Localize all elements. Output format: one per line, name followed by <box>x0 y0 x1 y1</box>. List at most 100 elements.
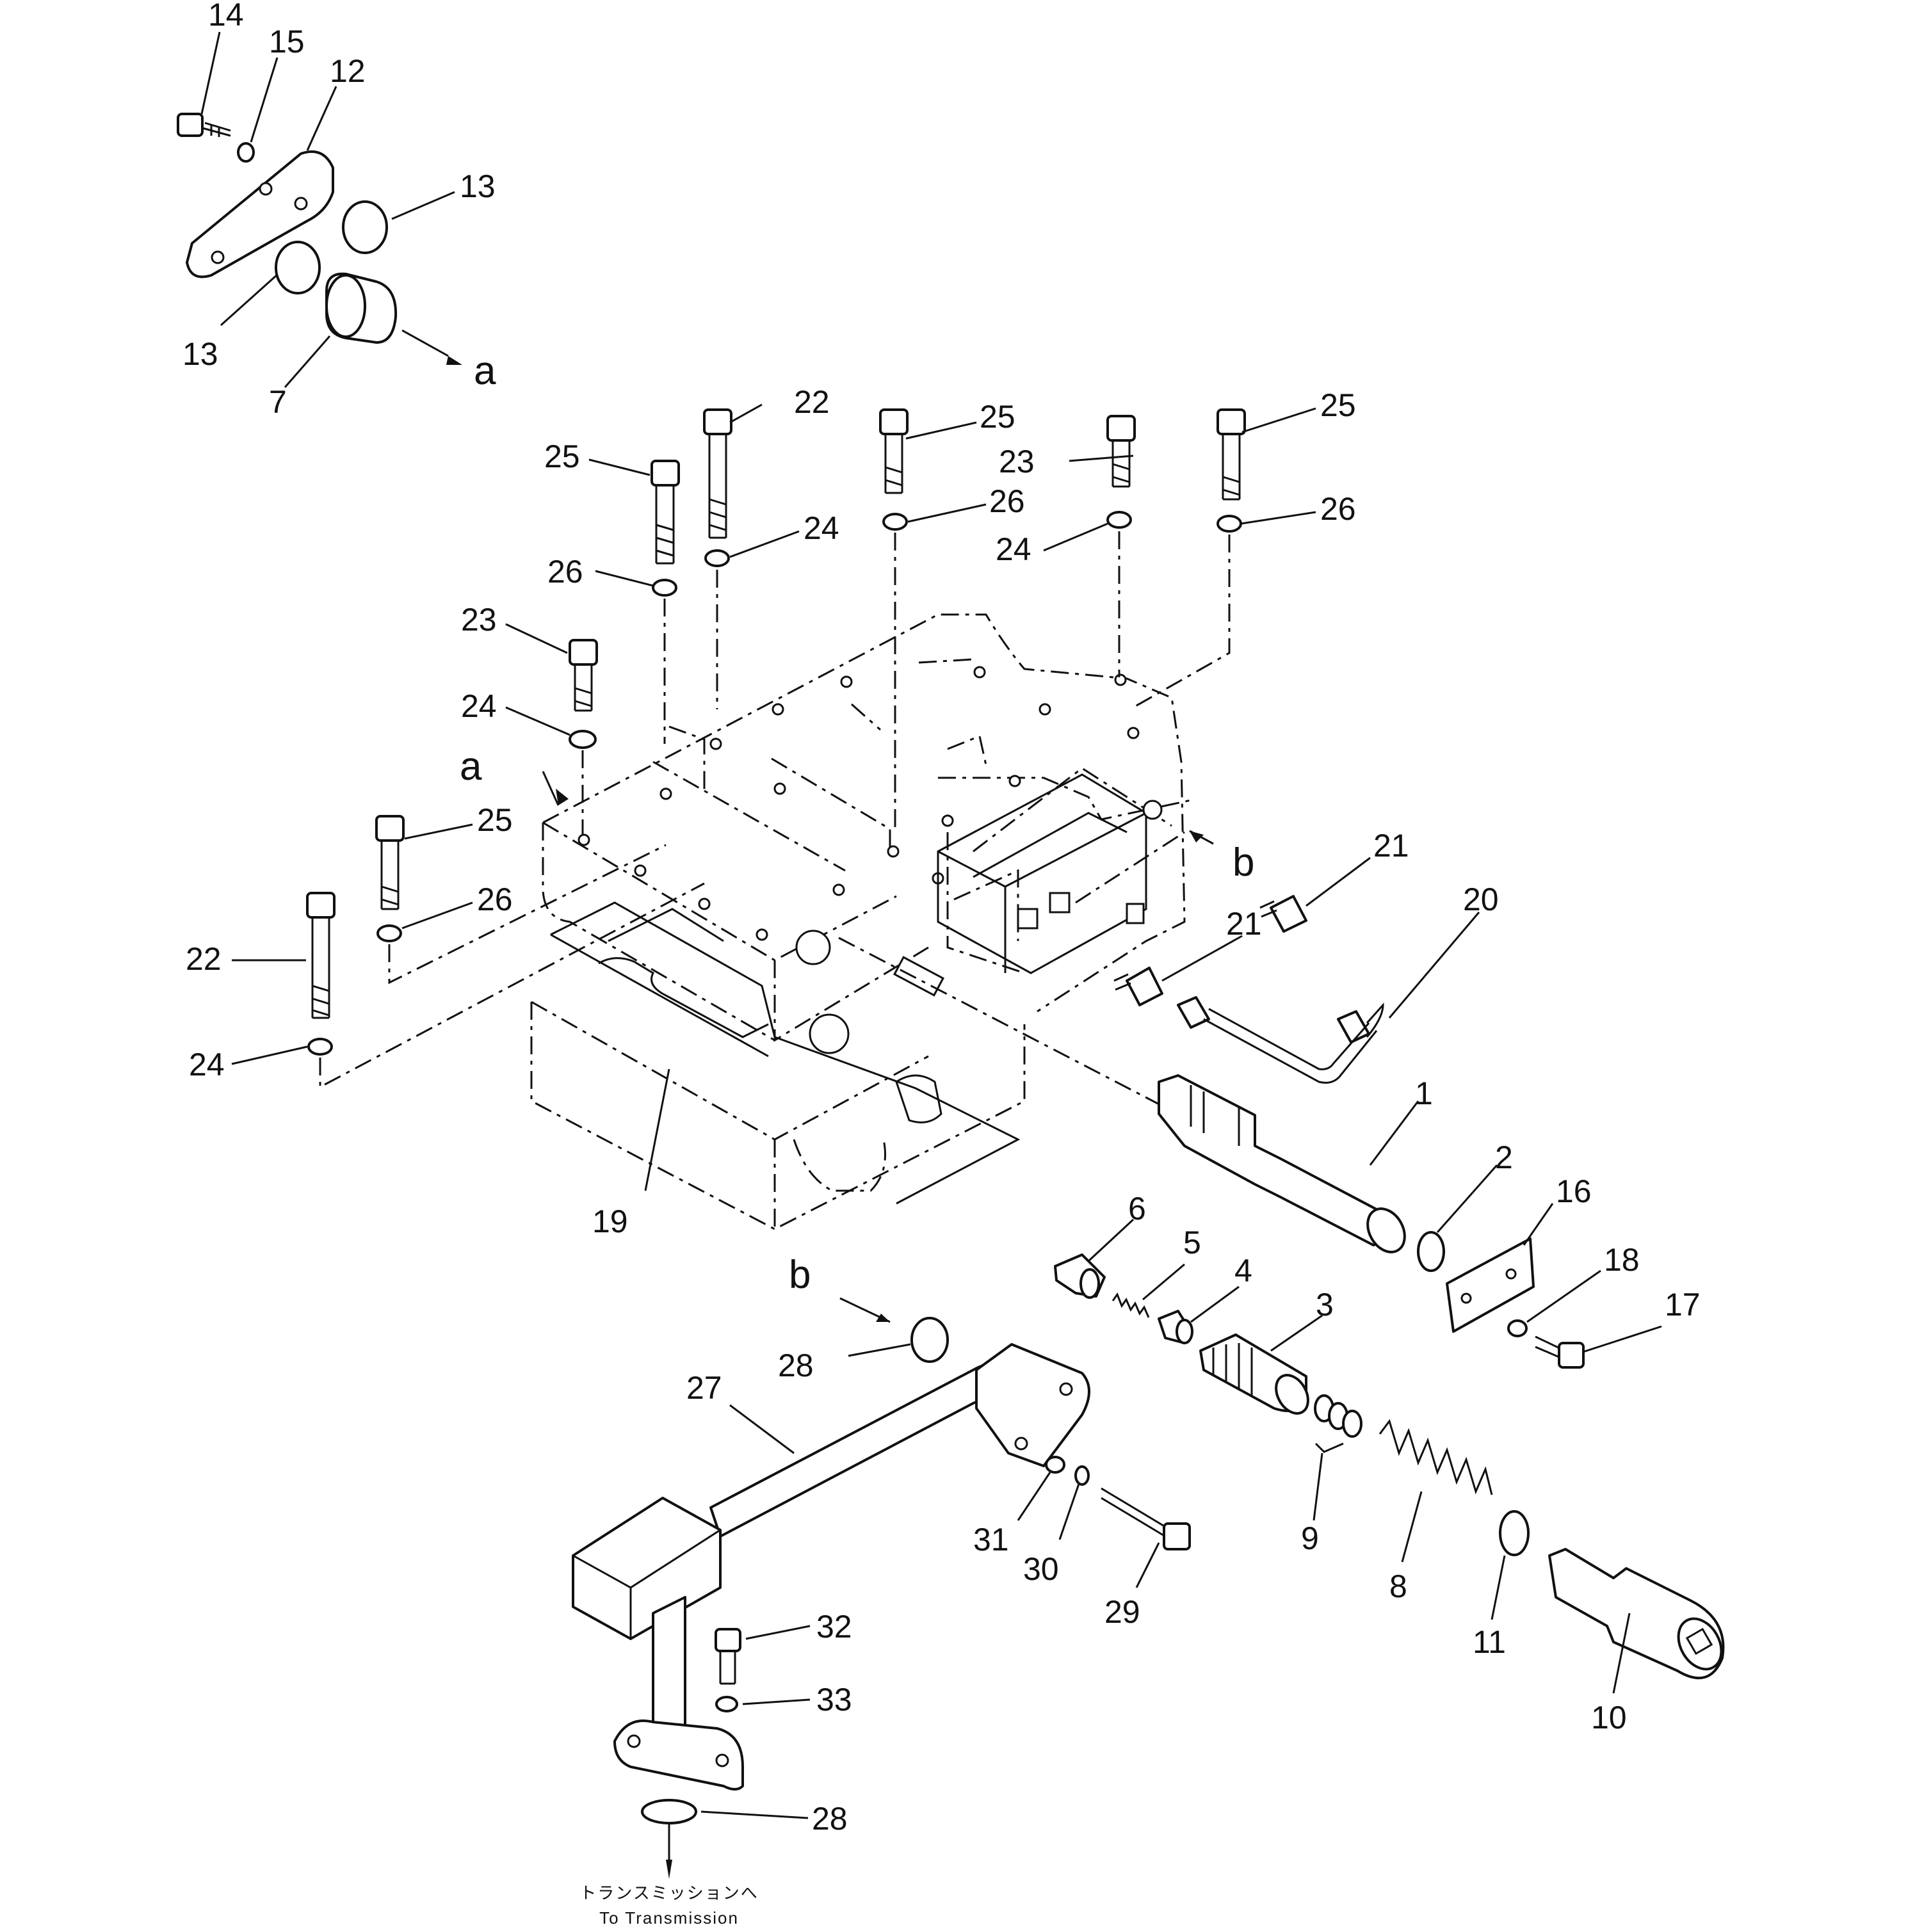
leaders-spool <box>1087 1100 1662 1694</box>
callout-19: 19 <box>592 1203 628 1239</box>
callout-7: 7 <box>269 384 287 420</box>
callout-9: 9 <box>1301 1520 1319 1556</box>
o-ring-13-upper <box>342 200 388 254</box>
plug-7 <box>325 272 398 344</box>
callout-10: 10 <box>1591 1700 1627 1735</box>
flange-upper <box>975 1343 1090 1467</box>
spool-1 <box>1158 1074 1406 1253</box>
callout-17: 17 <box>1665 1287 1701 1323</box>
tube-27 <box>709 1362 1013 1538</box>
o-ring-11 <box>1499 1510 1530 1556</box>
callout-22-a: 22 <box>794 384 830 420</box>
callout-28-upper: 28 <box>778 1348 814 1383</box>
callout-25-c: 25 <box>1320 387 1356 423</box>
callout-11: 11 <box>1473 1624 1506 1660</box>
callout-26-d: 26 <box>477 881 513 917</box>
callout-22-b: 22 <box>186 941 222 977</box>
callout-4: 4 <box>1234 1253 1252 1289</box>
callout-28-lower: 28 <box>812 1801 848 1837</box>
callout-25-d: 25 <box>477 802 513 838</box>
callout-27: 27 <box>686 1370 722 1406</box>
destination-jp: トランスミッションへ <box>579 1883 758 1903</box>
spool-assembly <box>838 937 1725 1680</box>
washer-18 <box>1507 1319 1528 1337</box>
callout-20: 20 <box>1463 881 1499 917</box>
ref-b-right: b <box>1233 841 1254 885</box>
tube-27-assembly <box>572 1317 1191 1879</box>
destination-en: To Transmission <box>599 1908 739 1928</box>
callout-23-b: 23 <box>461 602 497 638</box>
callout-3: 3 <box>1316 1287 1334 1323</box>
callout-24-c: 24 <box>461 688 497 724</box>
bolt-17 <box>1535 1335 1585 1369</box>
cover-plate <box>186 150 334 278</box>
lower-body <box>530 1001 1026 1230</box>
callout-21-lower: 21 <box>1226 906 1262 942</box>
bolt-14 <box>177 113 231 137</box>
spring-8 <box>1378 1419 1493 1495</box>
leaders-lower <box>700 1297 1160 1819</box>
callout-23-a: 23 <box>999 444 1035 479</box>
callout-5: 5 <box>1183 1225 1201 1260</box>
o-ring-13-lower <box>275 241 321 294</box>
callout-24-d: 24 <box>189 1047 225 1083</box>
callout-16: 16 <box>1556 1173 1592 1209</box>
o-ring-28-lower <box>641 1799 697 1824</box>
callout-26-a: 26 <box>547 554 583 590</box>
valve-body <box>542 613 1192 1042</box>
callout-8: 8 <box>1389 1568 1407 1604</box>
callout-32: 32 <box>816 1609 852 1645</box>
ref-a-mid: a <box>460 745 482 789</box>
plug-4 <box>1158 1310 1193 1344</box>
block-box <box>572 1497 722 1640</box>
callout-1: 1 <box>1415 1075 1433 1111</box>
callout-29: 29 <box>1104 1594 1140 1630</box>
tube-20 <box>1177 996 1384 1084</box>
plug-10 <box>1548 1548 1725 1680</box>
bolt-32 <box>715 1628 741 1685</box>
callout-26-b: 26 <box>989 483 1025 519</box>
leaders-top-left <box>200 31 462 388</box>
callout-25-a: 25 <box>544 439 580 474</box>
callout-24-a: 24 <box>804 510 839 546</box>
reference-letters: a a b b <box>460 349 1254 1297</box>
valve-sub-block <box>937 773 1163 974</box>
piston-3 <box>1199 1333 1309 1415</box>
callout-18: 18 <box>1604 1242 1640 1278</box>
washer-15 <box>237 142 255 163</box>
flange-lower <box>613 1719 744 1791</box>
ref-b-lower: b <box>789 1253 811 1297</box>
fitting-21-upper <box>1259 895 1307 933</box>
destination-note: トランスミッションへ To Transmission <box>579 1883 758 1928</box>
callout-12: 12 <box>330 53 366 89</box>
o-ring-28-upper <box>910 1317 949 1363</box>
o-ring-2 <box>1417 1231 1445 1272</box>
fitting-21-lower <box>1113 967 1163 1006</box>
callout-6: 6 <box>1128 1191 1146 1227</box>
ref-a-top: a <box>474 349 496 393</box>
washer-30 <box>1074 1465 1090 1486</box>
callout-26-c: 26 <box>1320 491 1356 527</box>
callout-24-b: 24 <box>996 531 1031 567</box>
callout-33: 33 <box>816 1682 852 1718</box>
cover-group <box>177 113 398 344</box>
washer-33 <box>715 1696 738 1712</box>
washer-31 <box>1045 1456 1065 1474</box>
pipe-fittings <box>1113 895 1384 1084</box>
bolts-and-washers <box>306 408 1246 1089</box>
callout-31: 31 <box>973 1522 1009 1558</box>
callout-25-b: 25 <box>980 399 1015 435</box>
callout-labels: 14 15 12 13 13 7 25 22 25 23 25 26 24 26… <box>182 0 1701 1837</box>
callout-14: 14 <box>208 0 244 33</box>
bolt-29 <box>1101 1487 1191 1550</box>
gasket-19 <box>550 901 1021 1205</box>
leaders-right <box>1161 830 1480 1018</box>
body-bolt-holes <box>578 666 1140 941</box>
shims-9 <box>1314 1394 1362 1453</box>
callout-2: 2 <box>1495 1139 1513 1175</box>
leaders-bolts <box>231 403 1316 1191</box>
callout-30: 30 <box>1023 1551 1059 1587</box>
callout-21-upper: 21 <box>1373 828 1409 864</box>
callout-15: 15 <box>269 24 305 60</box>
